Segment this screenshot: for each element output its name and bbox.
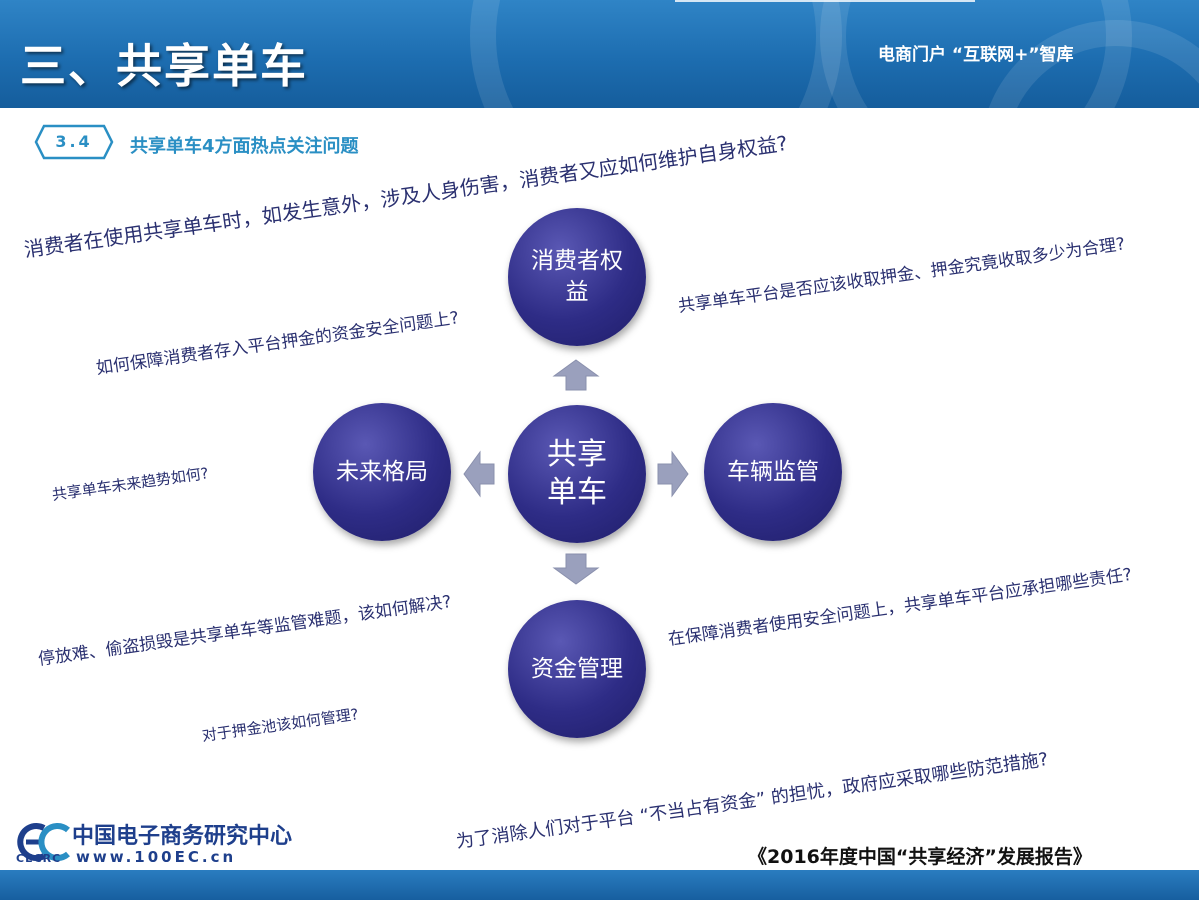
question-text: 共享单车未来趋势如何? (50, 464, 210, 504)
question-text: 共享单车平台是否应该收取押金、押金究竟收取多少为合理? (676, 234, 1127, 317)
circle-vehicle-supervision: 车辆监管 (704, 403, 842, 541)
arrow-right-icon (657, 450, 689, 498)
arrow-down-icon (552, 553, 600, 585)
question-text: 如何保障消费者存入平台押金的资金安全问题上? (94, 308, 461, 379)
question-text: 为了消除人们对于平台 “不当占有资金” 的担忧，政府应采取哪些防范措施? (454, 748, 1050, 853)
arrow-up-icon (552, 359, 600, 391)
circle-fund-management: 资金管理 (508, 600, 646, 738)
header-decoration (470, 0, 842, 108)
org-url: www.100EC.cn (76, 848, 237, 866)
arrow-left-icon (463, 450, 495, 498)
footer-bar (0, 870, 1199, 900)
cecrc-logo-icon (17, 823, 70, 861)
section-number: 3.4 (55, 132, 93, 151)
brand-slogan: 电商门户 “互联网+”智库 (878, 45, 1074, 65)
question-text: 在保障消费者使用安全问题上，共享单车平台应承担哪些责任? (666, 564, 1134, 650)
page-title: 三、共享单车 (20, 39, 308, 93)
question-text: 停放难、偷盗损毁是共享单车等监管难题，该如何解决? (36, 592, 453, 670)
circle-shared-bike: 共享单车 (508, 405, 646, 543)
org-name: 中国电子商务研究中心 (72, 824, 293, 849)
org-abbreviation: CECRC (16, 852, 62, 865)
circle-consumer-rights: 消费者权益 (508, 208, 646, 346)
section-title: 共享单车4方面热点关注问题 (130, 136, 359, 157)
header-line (675, 0, 975, 2)
circle-future-pattern: 未来格局 (313, 403, 451, 541)
header-bar: 三、共享单车 电商门户 “互联网+”智库 (0, 0, 1199, 108)
badge-chevron-icon (34, 124, 114, 160)
section-badge: 3.4 (34, 124, 114, 160)
report-title: 《2016年度中国“共享经济”发展报告》 (748, 846, 1092, 868)
question-text: 对于押金池该如何管理? (200, 705, 360, 745)
